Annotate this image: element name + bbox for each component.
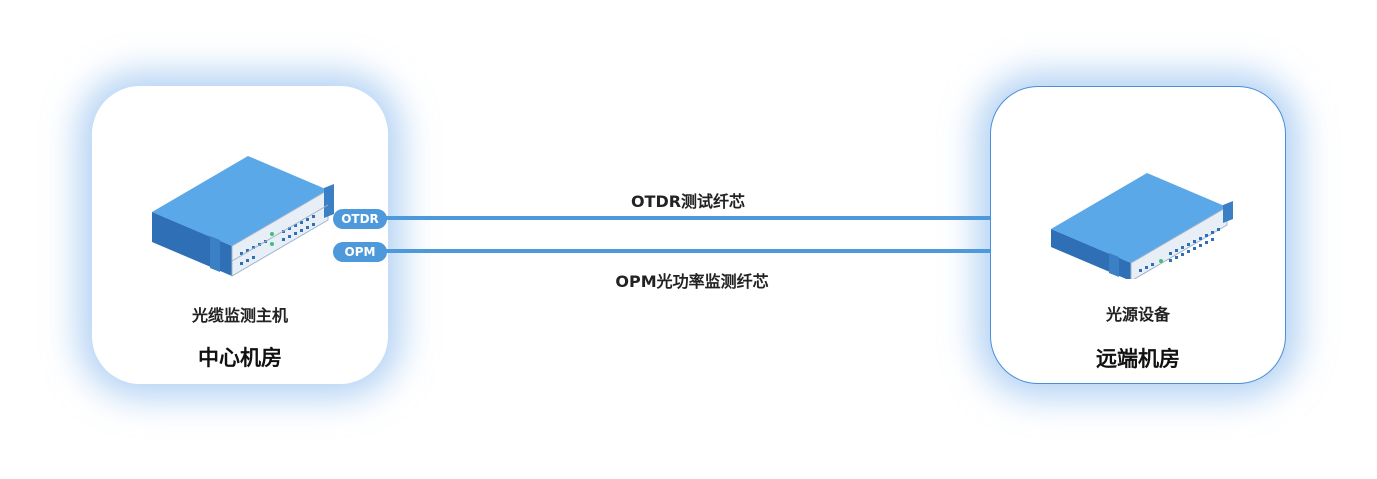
opm-fiber-line [382,249,990,253]
otdr-fiber-line [382,216,990,220]
remote-room-panel: 光源设备 远端机房 [990,86,1286,384]
remote-room-title: 远端机房 [1096,347,1180,371]
center-room-panel: 光缆监测主机 中心机房 [92,86,388,384]
opm-port-tag: OPM [333,242,387,262]
otdr-fiber-label: OTDR测试纤芯 [630,192,746,211]
rack-server-icon [152,156,334,277]
otdr-port-tag: OTDR [333,209,387,229]
opm-fiber-label: OPM光功率监测纤芯 [615,272,769,291]
light-source-label: 光源设备 [1105,305,1170,324]
center-room-title: 中心机房 [198,346,282,370]
light-source-device-icon [1051,173,1233,279]
central-host-label: 光缆监测主机 [191,306,288,325]
